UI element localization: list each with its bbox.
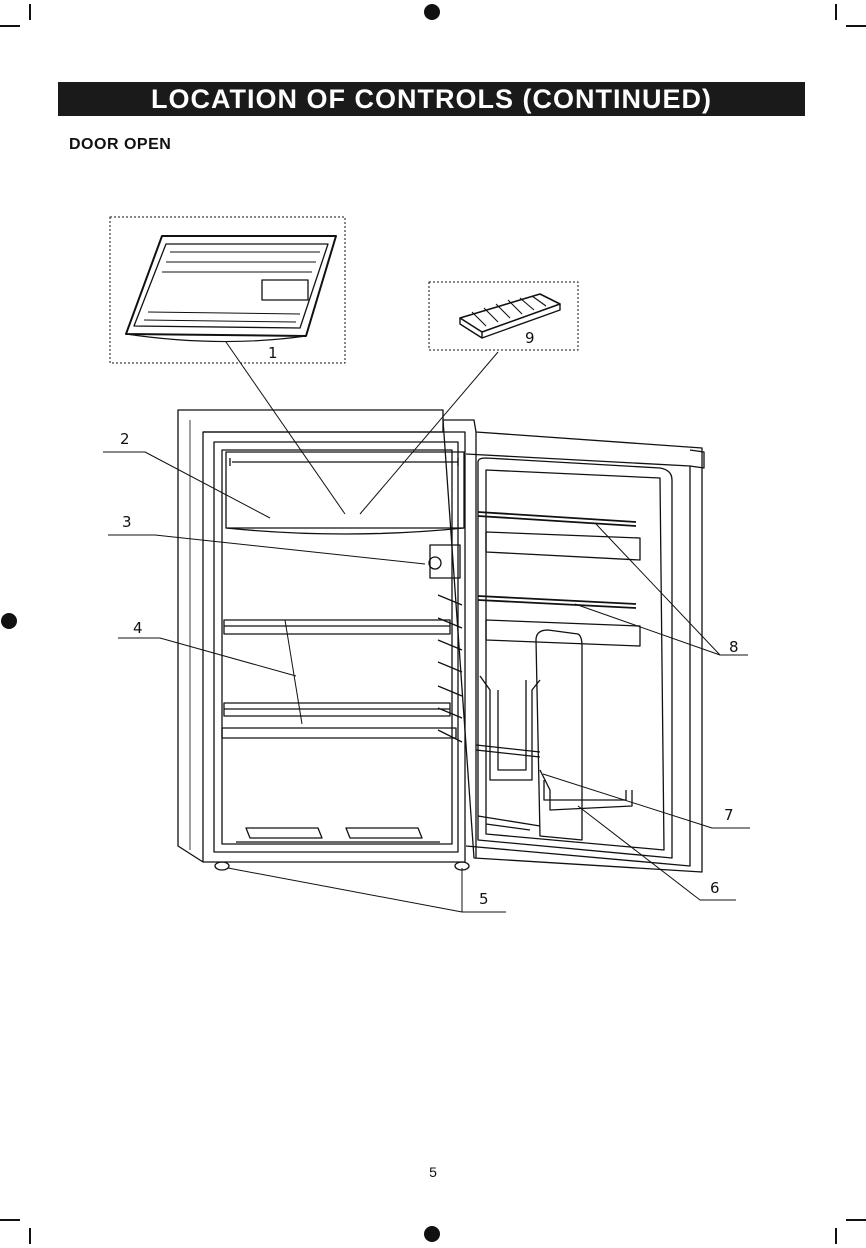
page-number: 5 — [0, 1164, 866, 1180]
callout-7: 7 — [724, 806, 734, 824]
ice-tray-inset — [429, 282, 578, 350]
fridge-door — [443, 420, 704, 872]
callout-8: 8 — [729, 638, 739, 656]
drip-tray-inset — [110, 217, 345, 363]
callout-1: 1 — [268, 344, 278, 362]
callout-6: 6 — [710, 879, 720, 897]
crop-marks — [0, 4, 866, 1244]
callout-3: 3 — [122, 513, 132, 531]
callout-4: 4 — [133, 619, 143, 637]
callout-5: 5 — [479, 890, 489, 908]
callout-9: 9 — [525, 329, 535, 347]
leader-lines — [103, 342, 750, 912]
fridge-cabinet — [178, 410, 469, 870]
callout-2: 2 — [120, 430, 130, 448]
registration-dots — [1, 4, 440, 1242]
